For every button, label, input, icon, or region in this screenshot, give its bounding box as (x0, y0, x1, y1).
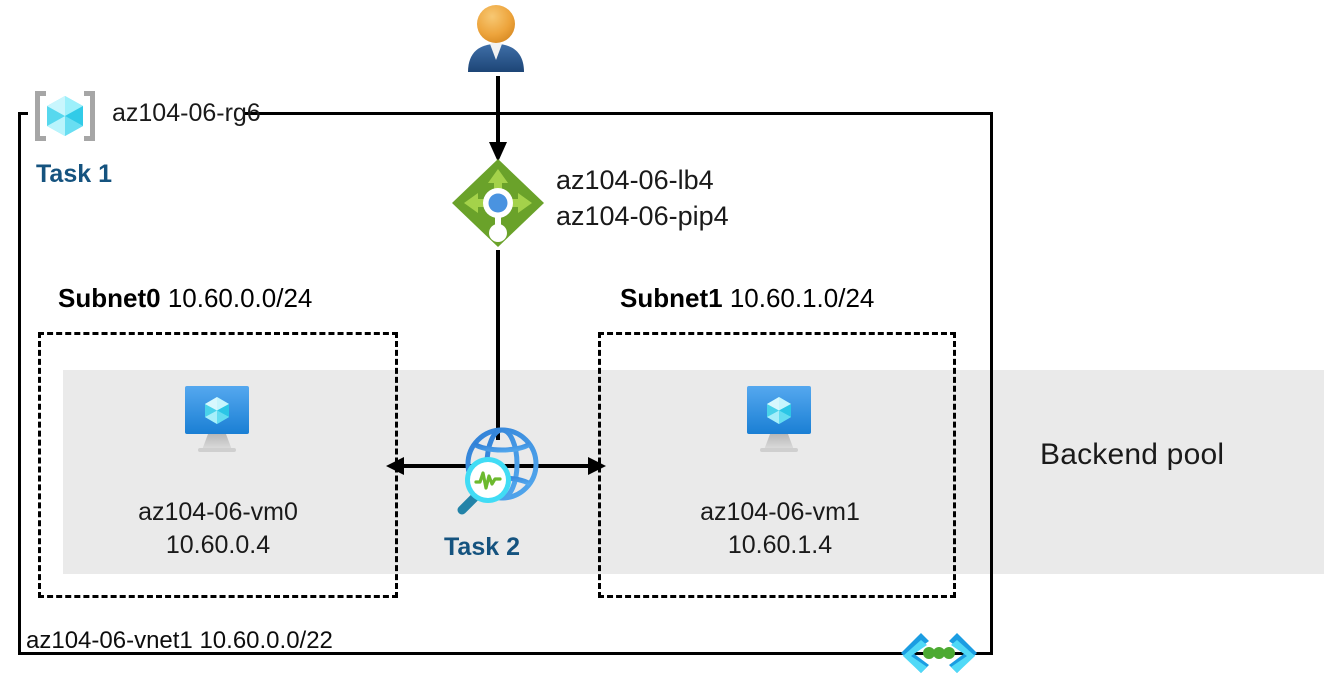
virtual-machine-icon (747, 386, 811, 452)
vm-0-name: az104-06-vm0 (138, 498, 298, 526)
virtual-network-icon (901, 633, 977, 673)
subnet-0-cidr: 10.60.0.0/24 (167, 283, 313, 313)
vm-1-name: az104-06-vm1 (700, 498, 860, 526)
public-ip-name: az104-06-pip4 (556, 200, 729, 231)
load-balancer-icon (452, 159, 544, 247)
subnet-0-name: Subnet0 (58, 283, 161, 313)
load-balancer-name: az104-06-lb4 (556, 165, 714, 195)
resource-group-boundary (18, 112, 993, 655)
resource-group-icon (35, 91, 95, 141)
network-watcher-icon (457, 427, 539, 515)
resource-group-name: az104-06-rg6 (112, 99, 261, 127)
task-1-label: Task 1 (36, 160, 112, 188)
vm-0-ip: 10.60.0.4 (165, 530, 271, 559)
task-2-label: Task 2 (444, 533, 520, 561)
vm-1-label: az104-06-vm1 10.60.1.4 (668, 496, 892, 561)
subnet-1-caption: Subnet1 10.60.1.0/24 (620, 283, 874, 314)
subnet-1-cidr: 10.60.1.0/24 (729, 283, 875, 313)
virtual-machine-icon (185, 386, 249, 452)
subnet-1-name: Subnet1 (620, 283, 723, 313)
vm-0-label: az104-06-vm0 10.60.0.4 (106, 496, 330, 561)
connector-user-to-load-balancer (489, 76, 507, 162)
connector-load-balancer-to-backend (496, 250, 500, 440)
user-icon (468, 5, 524, 72)
load-balancer-labels: az104-06-lb4 az104-06-pip4 (556, 163, 729, 235)
vm-1-ip: 10.60.1.4 (727, 530, 833, 559)
vnet-label: az104-06-vnet1 10.60.0.0/22 (26, 627, 333, 654)
backend-pool-label: Backend pool (1040, 438, 1225, 471)
subnet-0-caption: Subnet0 10.60.0.0/24 (58, 283, 312, 314)
backend-pool-band (63, 370, 1324, 574)
